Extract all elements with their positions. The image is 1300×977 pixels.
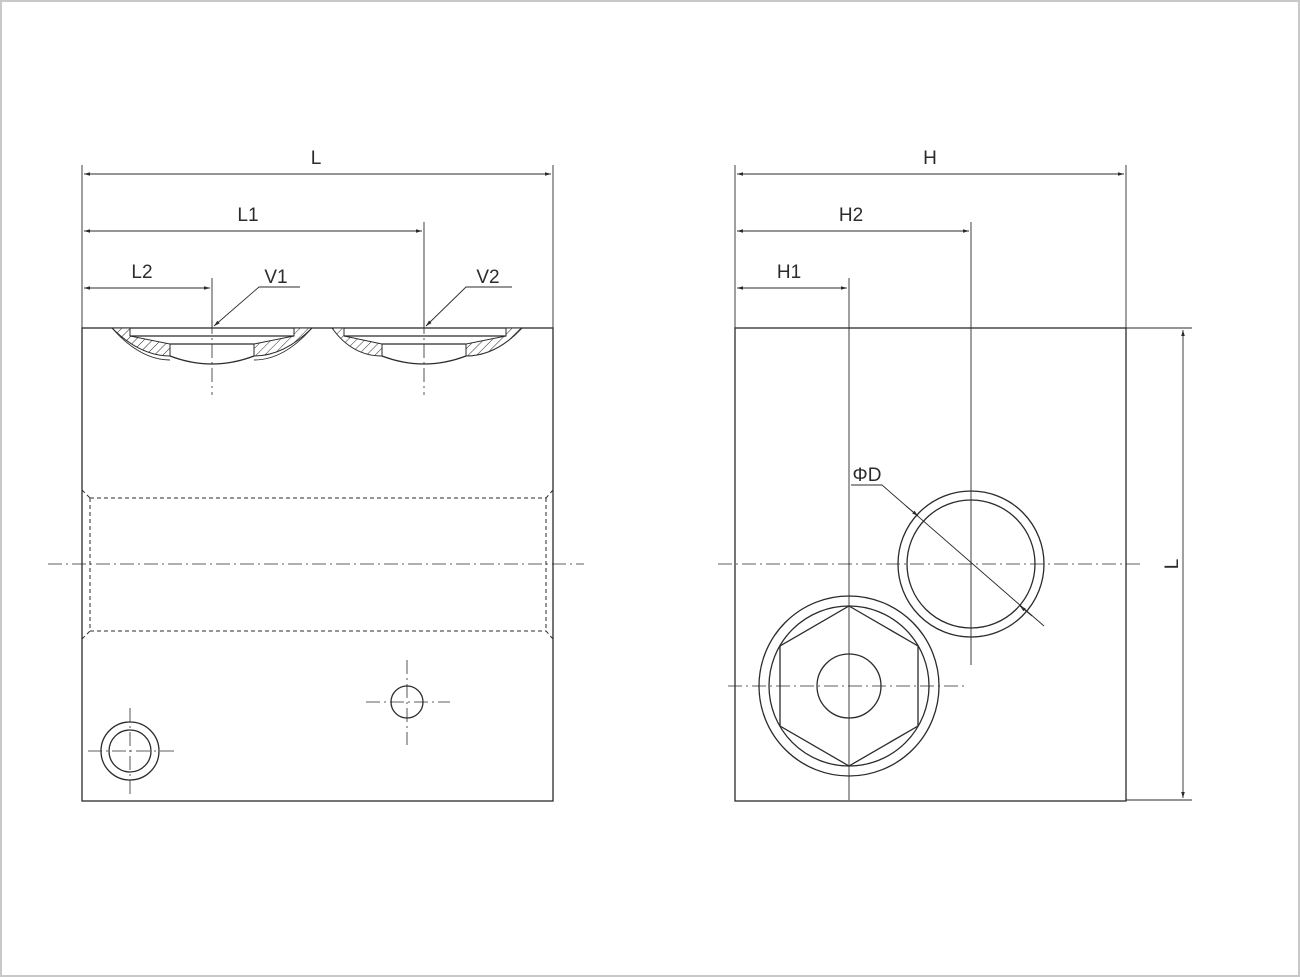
front-view: L L1 L2 V1 V2 [48,148,584,802]
counterbored-hole [88,708,174,795]
bore-circle [897,490,1045,638]
dim-label-diameter: ΦD [853,465,882,486]
small-hole [366,660,450,745]
port-v1-section [110,320,314,395]
dim-label-h1: H1 [777,262,801,283]
dim-label-l-vertical: L [1162,559,1183,570]
dim-label-h2: H2 [839,205,863,226]
dim-label-h: H [923,148,937,169]
hidden-bore [81,489,554,640]
dim-label-l2: L2 [131,262,152,283]
front-body-outline [81,327,554,802]
side-body-outline [734,327,1127,802]
leader-diameter [851,484,1045,627]
leader-v1 [213,286,300,327]
leader-v2 [425,286,512,327]
dim-label-l1: L1 [237,205,258,226]
side-view: H H2 H1 L ΦD [718,148,1192,802]
hex-plug [728,595,966,777]
port-v2-section [331,320,524,395]
dim-label-l: L [311,148,322,169]
port-label-v2: V2 [476,267,499,288]
port-label-v1: V1 [264,267,287,288]
